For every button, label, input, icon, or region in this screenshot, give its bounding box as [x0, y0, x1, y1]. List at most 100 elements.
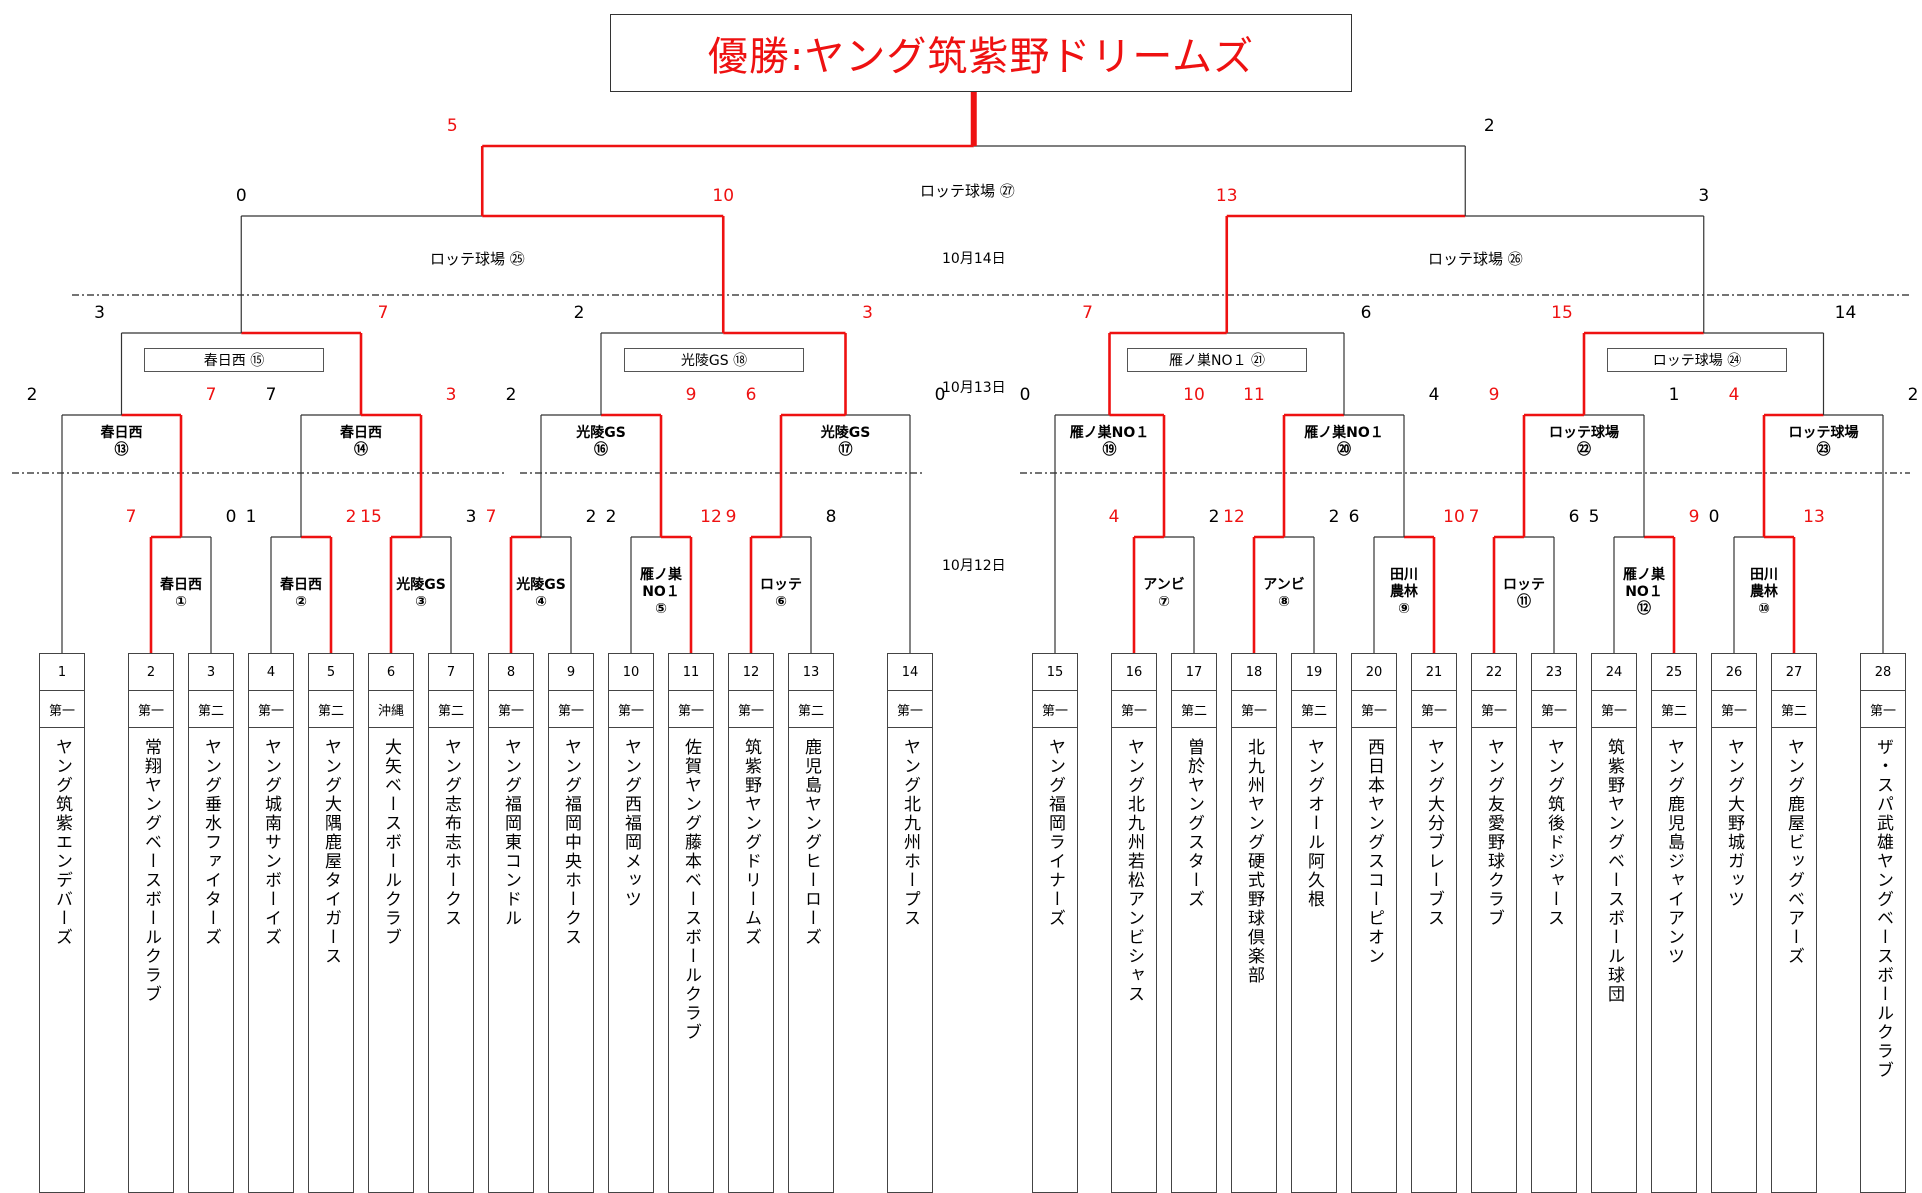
team-number: 20: [1352, 654, 1396, 691]
team-number: 26: [1712, 654, 1756, 691]
match-label-line: ⑭: [354, 442, 368, 458]
score-m19-r: 10: [1183, 385, 1205, 405]
score-final-l: 5: [446, 116, 458, 136]
score-qf21-r: 6: [1360, 303, 1372, 323]
team-name: ザ・スパ武雄ヤングベースボールクラブ: [1873, 738, 1893, 1080]
match-label-line: NO１: [642, 584, 680, 600]
team-block: 第二: [1172, 691, 1216, 728]
team-name: ヤング友愛野球クラブ: [1484, 738, 1504, 928]
score-m4-r: 2: [585, 507, 597, 527]
team-number: 9: [549, 654, 593, 691]
team-number: 25: [1652, 654, 1696, 691]
score-m8-l: 12: [1223, 507, 1245, 527]
score-qf18-r: 3: [862, 303, 873, 323]
score-m10-r: 13: [1803, 507, 1825, 527]
team-number: 28: [1861, 654, 1905, 691]
team-number: 14: [888, 654, 932, 691]
team-block: 第二: [309, 691, 353, 728]
score-m5-r: 12: [700, 507, 722, 527]
team-block: 第二: [1292, 691, 1336, 728]
team-name: ヤング大分ブレーブス: [1424, 738, 1444, 928]
match-label-line: 農林: [1390, 584, 1418, 600]
match-label-line: 農林: [1750, 584, 1778, 600]
match-label-line: 春日西: [340, 425, 382, 441]
team-block: 第一: [249, 691, 293, 728]
team-name: ヤング志布志ホークス: [441, 738, 461, 928]
match-label-line: 雁ノ巣: [1623, 567, 1665, 583]
team-number: 7: [429, 654, 473, 691]
venue-box-qf18: 光陵GS ⑱: [624, 348, 804, 372]
team-block: 第一: [1112, 691, 1156, 728]
team-number: 2: [129, 654, 173, 691]
score-m3-l: 15: [360, 507, 382, 527]
score-m12-l: 5: [1588, 507, 1600, 527]
venue-semi-right: ロッテ球場 ㉖: [1428, 250, 1523, 268]
team-block: 第二: [1772, 691, 1816, 728]
team-number: 27: [1772, 654, 1816, 691]
score-m16-r: 9: [685, 385, 697, 405]
team-name: ヤング福岡中央ホークス: [561, 738, 581, 947]
score-m7-l: 4: [1108, 507, 1120, 527]
team-number: 13: [789, 654, 833, 691]
team-number: 23: [1532, 654, 1576, 691]
team-number: 10: [609, 654, 653, 691]
team-name: ヤングオール阿久根: [1304, 738, 1324, 909]
score-m6-r: 8: [825, 507, 837, 527]
date-label-oct12: 10月12日: [942, 558, 1006, 574]
score-m20-r: 4: [1428, 385, 1440, 405]
team-name: 西日本ヤングスコーピオン: [1364, 738, 1384, 966]
match-label-line: 田川: [1390, 567, 1418, 583]
team-block: 沖縄: [369, 691, 413, 728]
score-m22-r: 1: [1668, 385, 1680, 405]
team-name: ヤング大野城ガッツ: [1724, 738, 1744, 909]
match-label-line: NO１: [1625, 584, 1663, 600]
team-name: ヤング城南サンボーイズ: [261, 738, 281, 947]
team-number: 3: [189, 654, 233, 691]
champion-box: 優勝:ヤング筑紫野ドリームズ: [610, 14, 1352, 92]
score-m23-r: 2: [1907, 385, 1919, 405]
match-label-line: ⑨: [1398, 601, 1410, 617]
score-sfr-r: 3: [1698, 186, 1710, 206]
match-label-line: ⑬: [114, 442, 129, 458]
match-label-line: ⑯: [594, 442, 608, 458]
team-number: 21: [1412, 654, 1456, 691]
score-qf15-l: 3: [94, 303, 105, 323]
team-block: 第一: [1033, 691, 1077, 728]
venue-box-qf24: ロッテ球場 ㉔: [1607, 348, 1787, 372]
match-label-line: 光陵GS: [576, 425, 626, 441]
score-m23-l: 4: [1728, 385, 1740, 405]
match-label-line: ロッテ球場: [1549, 425, 1619, 441]
match-label-line: ㉓: [1816, 442, 1831, 458]
match-label-line: 雁ノ巣NO１: [1069, 425, 1150, 441]
match-label-line: ⑪: [1517, 594, 1531, 610]
match-label-line: ④: [535, 594, 547, 610]
team-block: 第一: [609, 691, 653, 728]
team-name: 大矢ベースボールクラブ: [381, 738, 401, 947]
match-label-line: ①: [175, 594, 187, 610]
team-block: 第一: [888, 691, 932, 728]
team-name: 曽於ヤングスターズ: [1184, 738, 1204, 909]
